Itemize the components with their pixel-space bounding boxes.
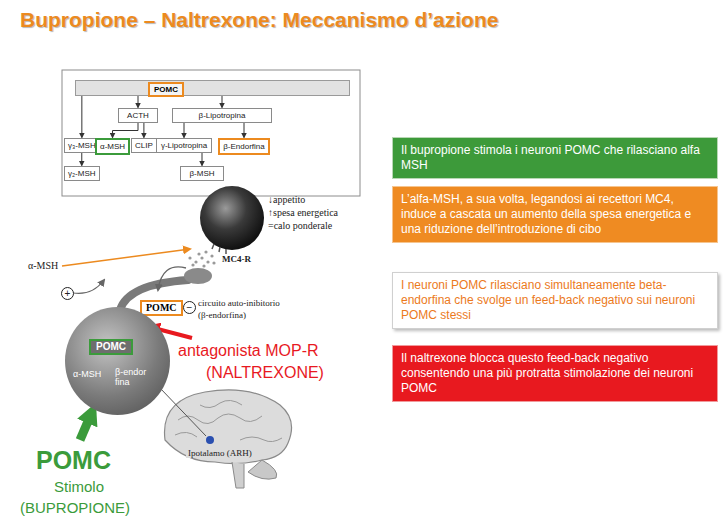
info-box: L’alfa-MSH, a sua volta, legandosi ai re… xyxy=(392,186,718,243)
effect-label: =calo ponderale xyxy=(268,220,332,231)
alpha-msh-arrow xyxy=(62,249,190,266)
derivation-arrow xyxy=(143,123,144,138)
derivation-arrow xyxy=(138,96,139,108)
peptide-box: CLIP xyxy=(131,138,157,153)
hierarchy-frame xyxy=(62,70,360,196)
derivation-arrow xyxy=(244,123,245,138)
node-text: β-MSH xyxy=(184,168,220,179)
projection-line xyxy=(160,388,206,436)
precursor-band: POMC xyxy=(75,80,350,96)
info-box: I neuroni POMC rilasciano simultaneament… xyxy=(392,272,718,329)
derivation-arrow xyxy=(81,153,82,166)
node-text: ACTH xyxy=(122,110,154,121)
node-text: POMC xyxy=(96,341,126,353)
node-text: α-MSH xyxy=(100,141,125,152)
node-text: I neuroni POMC rilasciano simultaneament… xyxy=(401,278,709,323)
released-vesicles xyxy=(188,250,215,267)
drug-label: Stimolo xyxy=(54,478,104,495)
node-text: α-MSH xyxy=(73,369,109,379)
region-label: Ipotalamo (ARH) xyxy=(186,448,254,458)
node-text: γ₃-MSH xyxy=(68,140,96,151)
peptide-box: β-MSH xyxy=(180,166,224,181)
loop-label: circuito auto-inibitorio xyxy=(198,298,280,308)
info-box: Il naltrexone blocca questo feed-back ne… xyxy=(392,345,718,402)
auto-inhibitory-loop xyxy=(158,267,186,290)
pomc-neuron: α-MSH β-endor fina POMC xyxy=(65,307,170,415)
peptide-box: β-Lipotropina xyxy=(172,108,272,123)
mc4-receptors xyxy=(212,244,226,254)
node-text: POMC xyxy=(146,302,177,314)
target-neuron xyxy=(200,186,264,250)
node-text: γ₂-MSH xyxy=(68,168,96,179)
slide-title: Bupropione – Naltrexone: Meccanismo d’az… xyxy=(20,8,498,32)
effect-label: ↑spesa energetica xyxy=(268,207,338,218)
peptide-box: γ₂-MSH xyxy=(64,166,100,181)
drug-label: (BUPROPIONE) xyxy=(20,499,130,516)
node-text: β-endor fina xyxy=(115,367,147,387)
pomc-tag: POMC xyxy=(89,339,133,355)
node-text: γ-Lipotropina xyxy=(160,140,208,151)
peptide-box: γ-Lipotropina xyxy=(156,138,212,153)
derivation-arrow xyxy=(81,96,82,138)
bupropione-arrow xyxy=(80,412,92,440)
pomc-tag: POMC xyxy=(140,300,183,316)
receptor-label: MC4-R xyxy=(222,254,251,264)
peptide-box: α-MSH xyxy=(95,138,130,155)
sign-symbol: − xyxy=(183,301,196,314)
node-text: L’alfa-MSH, a sua volta, legandosi ai re… xyxy=(401,192,709,237)
brain xyxy=(165,390,292,488)
node-text: POMC xyxy=(148,82,184,97)
derivation-arrow xyxy=(113,123,138,138)
derivation-arrow xyxy=(184,123,185,138)
node-text: Il naltrexone blocca questo feed-back ne… xyxy=(401,351,709,396)
peptide-box: ACTH xyxy=(118,108,158,123)
info-box: Il bupropione stimola i neuroni POMC che… xyxy=(392,137,718,179)
node-text: Il bupropione stimola i neuroni POMC che… xyxy=(401,143,709,173)
sign-symbol: + xyxy=(61,287,74,300)
derivation-arrow xyxy=(202,153,203,166)
node-text: β-Endorfina xyxy=(223,141,265,152)
drug-label: (NALTREXONE) xyxy=(206,364,324,382)
drug-target-label: POMC xyxy=(36,446,111,475)
stimulation-arrow xyxy=(73,280,104,293)
axon-terminal xyxy=(184,268,212,284)
drug-label: antagonista MOP-R xyxy=(178,342,319,360)
node-text: CLIP xyxy=(135,140,153,151)
effect-label: ↓appetito xyxy=(268,194,305,205)
peptide-box: β-Endorfina xyxy=(218,138,270,155)
signal-label: α-MSH xyxy=(28,260,58,271)
loop-label: (β-endorfina) xyxy=(198,310,246,320)
node-text: β-Lipotropina xyxy=(176,110,268,121)
derivation-arrow xyxy=(222,96,223,108)
